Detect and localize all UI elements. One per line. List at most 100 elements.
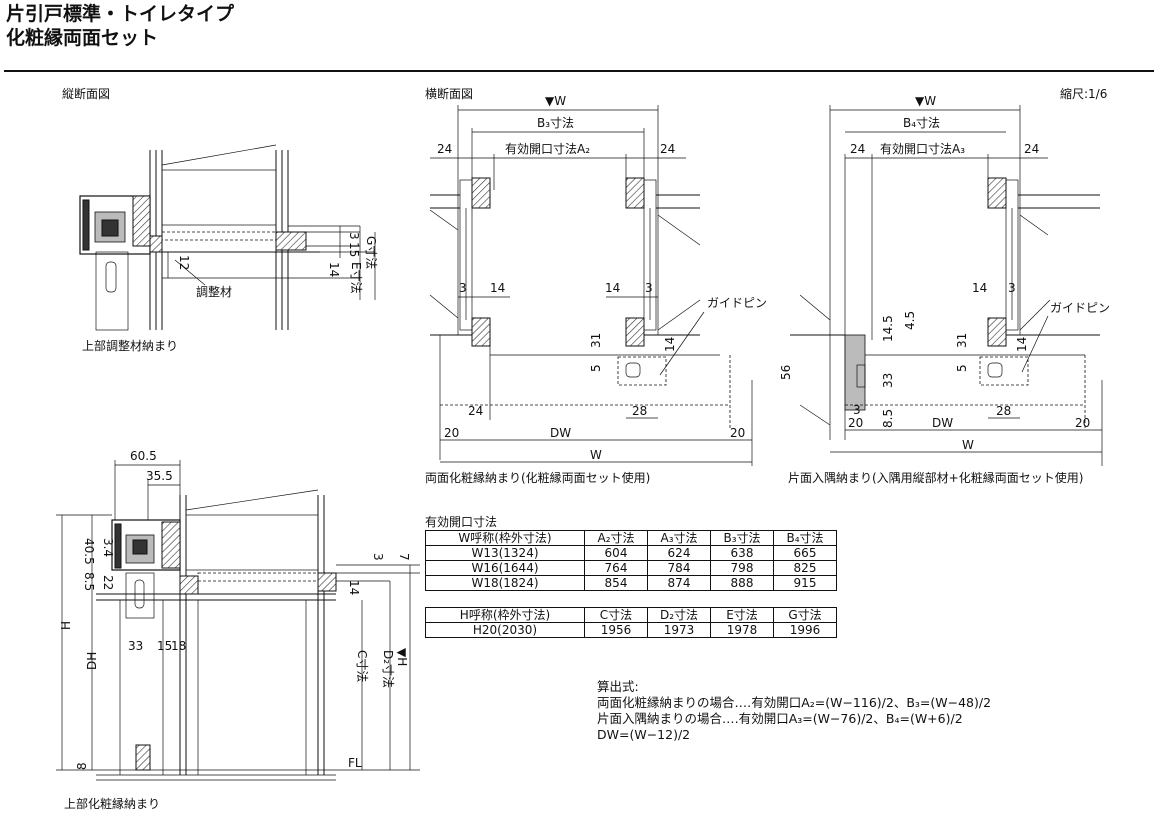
w-arrow-mid: ▼W (545, 94, 566, 108)
dim-dh: DH (85, 652, 99, 670)
title-line-1: 片引戸標準・トイレタイプ (6, 3, 235, 25)
dim-14-e: 14 (1015, 337, 1029, 352)
table-cell: H20(2030) (425, 622, 585, 638)
table-header-cell: B₄寸法 (773, 530, 837, 546)
dim-31-b: 31 (955, 333, 969, 348)
dim-20-c: 20 (848, 416, 863, 430)
fl-label: FL (348, 756, 362, 770)
table-cell: 915 (773, 575, 837, 591)
table-header-cell: H呼称(枠外寸法) (425, 607, 585, 623)
dim-3-lower: 3 (371, 553, 385, 561)
dim-8: 8 (75, 762, 89, 770)
dim-20-b: 20 (730, 426, 745, 440)
table-cell: 1996 (773, 622, 837, 638)
dim-4-5: 4.5 (903, 311, 917, 330)
table-row: H20(2030) 1956 1973 1978 1996 (425, 622, 837, 638)
dim-h: H (59, 621, 73, 630)
height-size-table: H呼称(枠外寸法) C寸法 D₂寸法 E寸法 G寸法 H20(2030) 195… (425, 607, 837, 638)
dim-18: 18 (171, 639, 186, 653)
title-line-2: 化粧縁両面セット (6, 27, 159, 49)
adjust-material-label: 調整材 (196, 284, 232, 299)
title-rule (4, 70, 1154, 72)
dim-c: C寸法 (355, 650, 369, 682)
dim-15-upper: 15 (347, 242, 361, 257)
dim-7: 7 (397, 553, 411, 561)
table-cell: 888 (710, 575, 774, 591)
formula-line-1: 両面化粧縁納まりの場合‥‥有効開口A₂=(W−116)/2、B₃=(W−48)/… (597, 695, 992, 710)
dim-24-b: 24 (468, 404, 483, 418)
b4-dim: B₄寸法 (903, 116, 940, 130)
table-cell: 784 (647, 560, 711, 576)
table-cell: 638 (710, 545, 774, 561)
w-dim-a: W (590, 448, 602, 462)
table-cell: 1978 (710, 622, 774, 638)
w-dim-b: W (962, 438, 974, 452)
dim-14-b: 14 (605, 281, 620, 295)
dim-28-b: 28 (996, 404, 1011, 418)
upper-adjust-caption: 上部調整材納まり (82, 338, 178, 353)
table-cell: 874 (647, 575, 711, 591)
table-cell: 1956 (584, 622, 648, 638)
dim-24-d: 24 (1024, 142, 1039, 156)
table-header-cell: B₃寸法 (710, 530, 774, 546)
table-row: W18(1824) 854 874 888 915 (425, 575, 837, 591)
guide-pin-label-a: ガイドピン (707, 296, 767, 310)
formula-line-2: 片面入隅納まりの場合‥‥有効開口A₃=(W−76)/2、B₄=(W+6)/2 (597, 711, 963, 726)
dim-5-b: 5 (955, 364, 969, 372)
a2-dim: 有効開口寸法A₂ (505, 141, 590, 156)
dim-35-5: 35.5 (146, 469, 173, 483)
scale-label: 縮尺:1/6 (1060, 86, 1107, 101)
dim-3-a: 3 (459, 281, 467, 295)
dim-3-d: 3 (853, 403, 861, 417)
formula-block: 算出式: 両面化粧縁納まりの場合‥‥有効開口A₂=(W−116)/2、B₃=(W… (597, 679, 991, 743)
upper-adjust-detail: 3 15 14 12 E寸法 G寸法 調整材 上部調整材納まり (79, 144, 378, 353)
dim-3-b: 3 (645, 281, 653, 295)
dim-20-a: 20 (444, 426, 459, 440)
table-cell: 798 (710, 560, 774, 576)
dim-14-a: 14 (490, 281, 505, 295)
table-cell: 624 (647, 545, 711, 561)
dim-h-arrow: ▼H (395, 648, 409, 666)
upper-trim-detail: 60.5 35.5 FL (56, 449, 420, 811)
dim-31-a: 31 (589, 333, 603, 348)
table-cell: 854 (584, 575, 648, 591)
dim-8-5-b: 8.5 (881, 409, 895, 428)
table-header-cell: W呼称(枠外寸法) (425, 530, 585, 546)
table-cell: 665 (773, 545, 837, 561)
dim-14-d: 14 (972, 281, 987, 295)
formula-heading: 算出式: (597, 679, 639, 694)
both-trim-section: ▼W B₃寸法 24 有効開口寸法A₂ 24 3 14 14 3 (425, 94, 767, 485)
dim-8-5: 8.5 (82, 572, 96, 591)
dw-dim-a: DW (550, 426, 571, 440)
dim-56: 56 (779, 365, 793, 380)
dim-14-5: 14.5 (881, 315, 895, 342)
table-cell: W16(1644) (425, 560, 585, 576)
table-cell: W18(1824) (425, 575, 585, 591)
page-title: 片引戸標準・トイレタイプ 化粧縁両面セット (6, 2, 234, 50)
opening-size-table: W呼称(枠外寸法) A₂寸法 A₃寸法 B₃寸法 B₄寸法 W13(1324) … (425, 530, 837, 591)
dim-5-a: 5 (589, 364, 603, 372)
dim-12: 12 (177, 255, 191, 270)
w-arrow-right: ▼W (915, 94, 936, 108)
table-cell: 764 (584, 560, 648, 576)
dim-3-c: 3 (1008, 281, 1016, 295)
table-header-row: H呼称(枠外寸法) C寸法 D₂寸法 E寸法 G寸法 (425, 607, 837, 623)
guide-pin-label-b: ガイドピン (1050, 301, 1110, 315)
dim-28-a: 28 (632, 404, 647, 418)
a3-dim: 有効開口寸法A₃ (880, 141, 965, 156)
upper-trim-caption: 上部化粧縁納まり (64, 796, 160, 811)
dim-24-left: 24 (437, 142, 452, 156)
dim-22: 22 (101, 575, 115, 590)
dim-33: 33 (128, 639, 143, 653)
dim-24-right: 24 (660, 142, 675, 156)
dim-3-4: 3.4 (101, 538, 115, 557)
table1-caption: 有効開口寸法 (425, 515, 498, 529)
dim-d2: D₂寸法 (381, 650, 395, 688)
dim-g: G寸法 (364, 236, 378, 269)
table-header-cell: G寸法 (773, 607, 837, 623)
dim-14-c: 14 (663, 337, 677, 352)
dim-33-b: 33 (881, 373, 895, 388)
dim-e: E寸法 (349, 262, 363, 294)
corner-caption: 片面入隅納まり(入隅用縦部材+化粧縁両面セット使用) (788, 470, 1083, 485)
